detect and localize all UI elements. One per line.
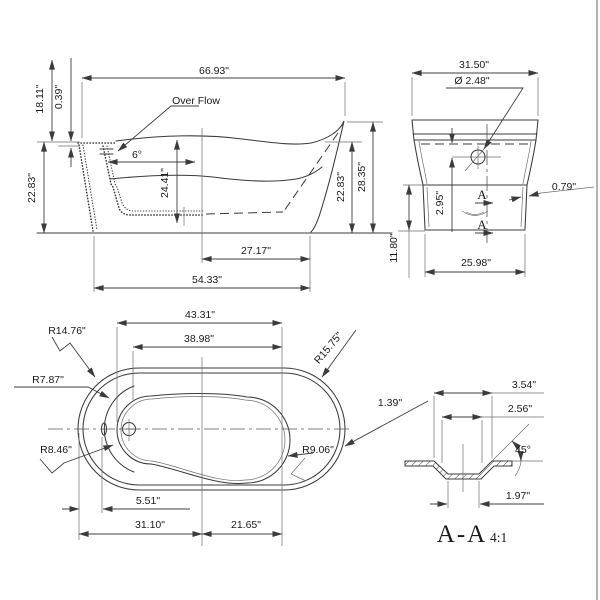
dim-inner-depth: 24.41": [159, 168, 171, 198]
drain-dish-end: [461, 210, 489, 216]
dim-basin-length: 43.31": [185, 309, 215, 321]
rim-lip-leader: [344, 400, 429, 447]
dim-base-length: 54.33": [192, 274, 222, 286]
section-scale: 4:1: [490, 530, 507, 545]
dim-overflow-diameter: Ø 2.48": [454, 75, 490, 87]
dim-wall-lip: 0.79": [552, 181, 576, 193]
dim-top-width: 3.54": [512, 379, 536, 391]
cut-shell-stipple-inner: [82, 144, 204, 231]
dim-inner-width: 2.56": [508, 403, 532, 415]
dim-centerline-to-front: 21.65": [231, 519, 261, 531]
overflow-slot-marks: [99, 148, 114, 155]
tub-end-outline: [411, 119, 539, 231]
section-marker-lower: A: [477, 217, 487, 232]
radius-outer-rear-leader: [51, 336, 96, 378]
radius-basin-front-zigzag: [290, 457, 307, 482]
overflow-hole: [470, 149, 486, 165]
dim-rear-to-centerline: 31.10": [135, 519, 165, 531]
dim-radius-deck-rear: R7.87": [32, 374, 64, 386]
dim-chamfer-angle: 45°: [515, 444, 531, 456]
radius-basin-rear-leader: [39, 444, 114, 474]
section-title: A-A: [437, 521, 487, 548]
dim-radius-basin-rear: R8.46": [40, 444, 72, 456]
rim-second-outline: [82, 372, 341, 486]
overflow-diameter-leader-tail: [464, 148, 485, 172]
overflow-label: Over Flow: [172, 95, 220, 107]
dim-height-rear: 18.11": [34, 84, 46, 113]
section-extension-lines: [433, 396, 493, 508]
dim-base-height: 11.80": [388, 233, 400, 262]
chamfer-angle-arc: [511, 440, 524, 462]
dim-basin-floor-length: 38.98": [184, 333, 214, 345]
dim-line-wall-lip-b: [508, 196, 522, 203]
rim-outer-outline: [77, 367, 346, 491]
dim-rim-lip: 1.39": [378, 397, 402, 409]
dim-height-max: 28.35": [356, 162, 368, 192]
section-aa-detail: 3.54" 2.56" 45° 1.97" A-A 4:1: [404, 379, 544, 548]
dim-radius-outer-rear: R14.76": [48, 325, 86, 337]
wall-lip-leader: [540, 186, 595, 194]
end-extension-lines: [398, 77, 539, 277]
dim-bottom-width: 1.97": [506, 490, 530, 502]
side-extension-lines: [37, 82, 383, 292]
dim-height-right: 22.83": [335, 172, 347, 202]
plan-extension-lines: [78, 327, 283, 546]
end-elevation-view: 31.50" Ø 2.48" 2.95" A A 0.79" 11.80" 25…: [388, 59, 595, 278]
dim-overall-width: 31.50": [459, 59, 489, 71]
basin-inner-outline: [120, 396, 286, 481]
radius-deck-rear-leader: [14, 386, 110, 399]
basin-outline: [116, 392, 291, 485]
dim-rim-step: 0.39": [53, 85, 65, 109]
dim-base-width: 25.98": [461, 257, 491, 269]
dim-line-wall-lip-a: [528, 190, 542, 197]
plan-view: 43.31" 38.98" R14.76" R7.87" R8.46" R15.…: [14, 309, 429, 546]
dim-base-front: 27.17": [241, 245, 271, 257]
dim-overflow-offset: 2.95": [434, 191, 446, 215]
dim-radius-outer-front: R15.75": [312, 330, 346, 367]
drain-shell-section: [404, 460, 513, 480]
radius-outer-front-leader: [321, 329, 357, 378]
dim-height-left: 22.83": [26, 173, 38, 203]
section-marker-upper: A: [477, 187, 487, 202]
dim-radius-basin-front: R9.06": [302, 444, 334, 456]
radius-basin-front-leader: [287, 451, 314, 458]
dim-overall-length: 66.93": [199, 65, 229, 77]
dim-edge-to-overflow: 5.51": [136, 495, 160, 507]
cut-shell-stipple-outer: [77, 142, 204, 232]
tub-end-inner-lines: [418, 140, 532, 228]
dim-slope-angle: 6°: [132, 149, 142, 161]
side-elevation-view: 66.93" 18.11" 0.39" 22.83" Over Flow 6° …: [26, 58, 393, 292]
hidden-inner-wall-lines: [205, 132, 339, 215]
tub-side-profile: [109, 120, 345, 233]
overflow-diameter-leader: [446, 87, 524, 150]
overflow-leader-line: [117, 105, 199, 152]
